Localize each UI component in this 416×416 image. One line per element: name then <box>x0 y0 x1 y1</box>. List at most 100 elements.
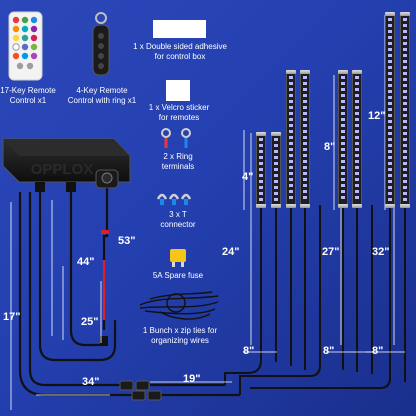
led-chip <box>289 172 293 175</box>
led-chip <box>289 106 293 109</box>
led-chip <box>303 148 307 151</box>
led-chip <box>303 88 307 91</box>
strip-end-cap <box>338 70 348 74</box>
led-chip <box>403 36 407 39</box>
led-chip <box>341 130 345 133</box>
led-chip <box>403 162 407 165</box>
strip-end-cap <box>352 70 362 74</box>
label-ring-terminals: 2 x Ring terminals <box>146 152 210 171</box>
led-chip <box>341 136 345 139</box>
led-chip <box>303 172 307 175</box>
led-chip <box>388 54 392 57</box>
led-chip <box>388 30 392 33</box>
led-chip <box>289 82 293 85</box>
strip-end-cap <box>300 204 310 208</box>
led-chip <box>341 172 345 175</box>
led-chip <box>303 190 307 193</box>
led-chip <box>341 118 345 121</box>
led-chip <box>388 138 392 141</box>
led-chip <box>388 150 392 153</box>
led-chip <box>403 138 407 141</box>
led-chip <box>403 96 407 99</box>
led-strip <box>271 132 281 208</box>
led-chip <box>289 160 293 163</box>
led-chip <box>388 18 392 21</box>
led-chip <box>403 144 407 147</box>
led-chip <box>303 178 307 181</box>
led-chip <box>289 100 293 103</box>
led-chip <box>289 196 293 199</box>
strip-end-cap <box>271 132 281 136</box>
led-chip <box>259 174 263 177</box>
led-chip <box>403 168 407 171</box>
led-chip <box>259 156 263 159</box>
led-chip <box>303 112 307 115</box>
dim-strip-medium: 8" <box>324 141 336 153</box>
led-chip <box>341 106 345 109</box>
led-chip <box>388 168 392 171</box>
led-chip <box>303 94 307 97</box>
led-chip <box>289 88 293 91</box>
led-chip <box>403 66 407 69</box>
dim-wire-27: 27" <box>322 246 340 258</box>
led-chip <box>388 186 392 189</box>
led-chip <box>403 192 407 195</box>
led-chip <box>303 166 307 169</box>
led-chip <box>388 60 392 63</box>
led-chip <box>289 130 293 133</box>
led-chip <box>388 108 392 111</box>
inline-fuse-holder-icon <box>101 230 109 234</box>
led-chip <box>403 174 407 177</box>
led-chip <box>259 168 263 171</box>
label-text: 2 x Ring terminals <box>161 152 195 171</box>
led-chip <box>341 178 345 181</box>
led-strip <box>338 70 348 208</box>
led-chip <box>403 18 407 21</box>
led-chip <box>388 102 392 105</box>
led-chip <box>355 118 359 121</box>
led-chip <box>388 78 392 81</box>
connector-plug-icon <box>135 380 150 391</box>
led-chip <box>341 154 345 157</box>
led-chip <box>403 108 407 111</box>
led-chip <box>388 144 392 147</box>
label-zip-ties: 1 Bunch x zip ties for organizing wires <box>128 326 232 345</box>
led-chip <box>388 126 392 129</box>
led-chip <box>289 112 293 115</box>
led-chip <box>303 184 307 187</box>
zip-ties-icon <box>139 291 219 320</box>
led-chip <box>274 144 278 147</box>
led-chip <box>403 186 407 189</box>
led-chip <box>355 76 359 79</box>
led-chip <box>289 118 293 121</box>
led-chip <box>274 138 278 141</box>
led-chip <box>274 180 278 183</box>
led-chip <box>388 96 392 99</box>
label-t-connector: 3 x T connector <box>146 210 210 229</box>
led-chip <box>259 186 263 189</box>
t-connector-icon <box>156 193 192 205</box>
led-chip <box>388 156 392 159</box>
strip-end-cap <box>286 70 296 74</box>
led-chip <box>355 184 359 187</box>
led-chip <box>355 172 359 175</box>
led-chip <box>403 180 407 183</box>
strip-end-cap <box>256 132 266 136</box>
strip-end-cap <box>385 12 395 16</box>
strip-end-cap <box>400 204 410 208</box>
led-chip <box>259 192 263 195</box>
led-chip <box>388 174 392 177</box>
led-chip <box>355 142 359 145</box>
led-chip <box>289 190 293 193</box>
strip-lead-wires <box>224 205 406 395</box>
led-chip <box>355 94 359 97</box>
led-chip <box>274 156 278 159</box>
led-chip <box>388 192 392 195</box>
led-chip <box>274 162 278 165</box>
led-chip <box>259 138 263 141</box>
label-adhesive: 1 x Double sided adhesive for control bo… <box>128 42 232 61</box>
led-chip <box>341 166 345 169</box>
led-chip <box>274 198 278 201</box>
ring-terminal-icon <box>161 128 191 148</box>
